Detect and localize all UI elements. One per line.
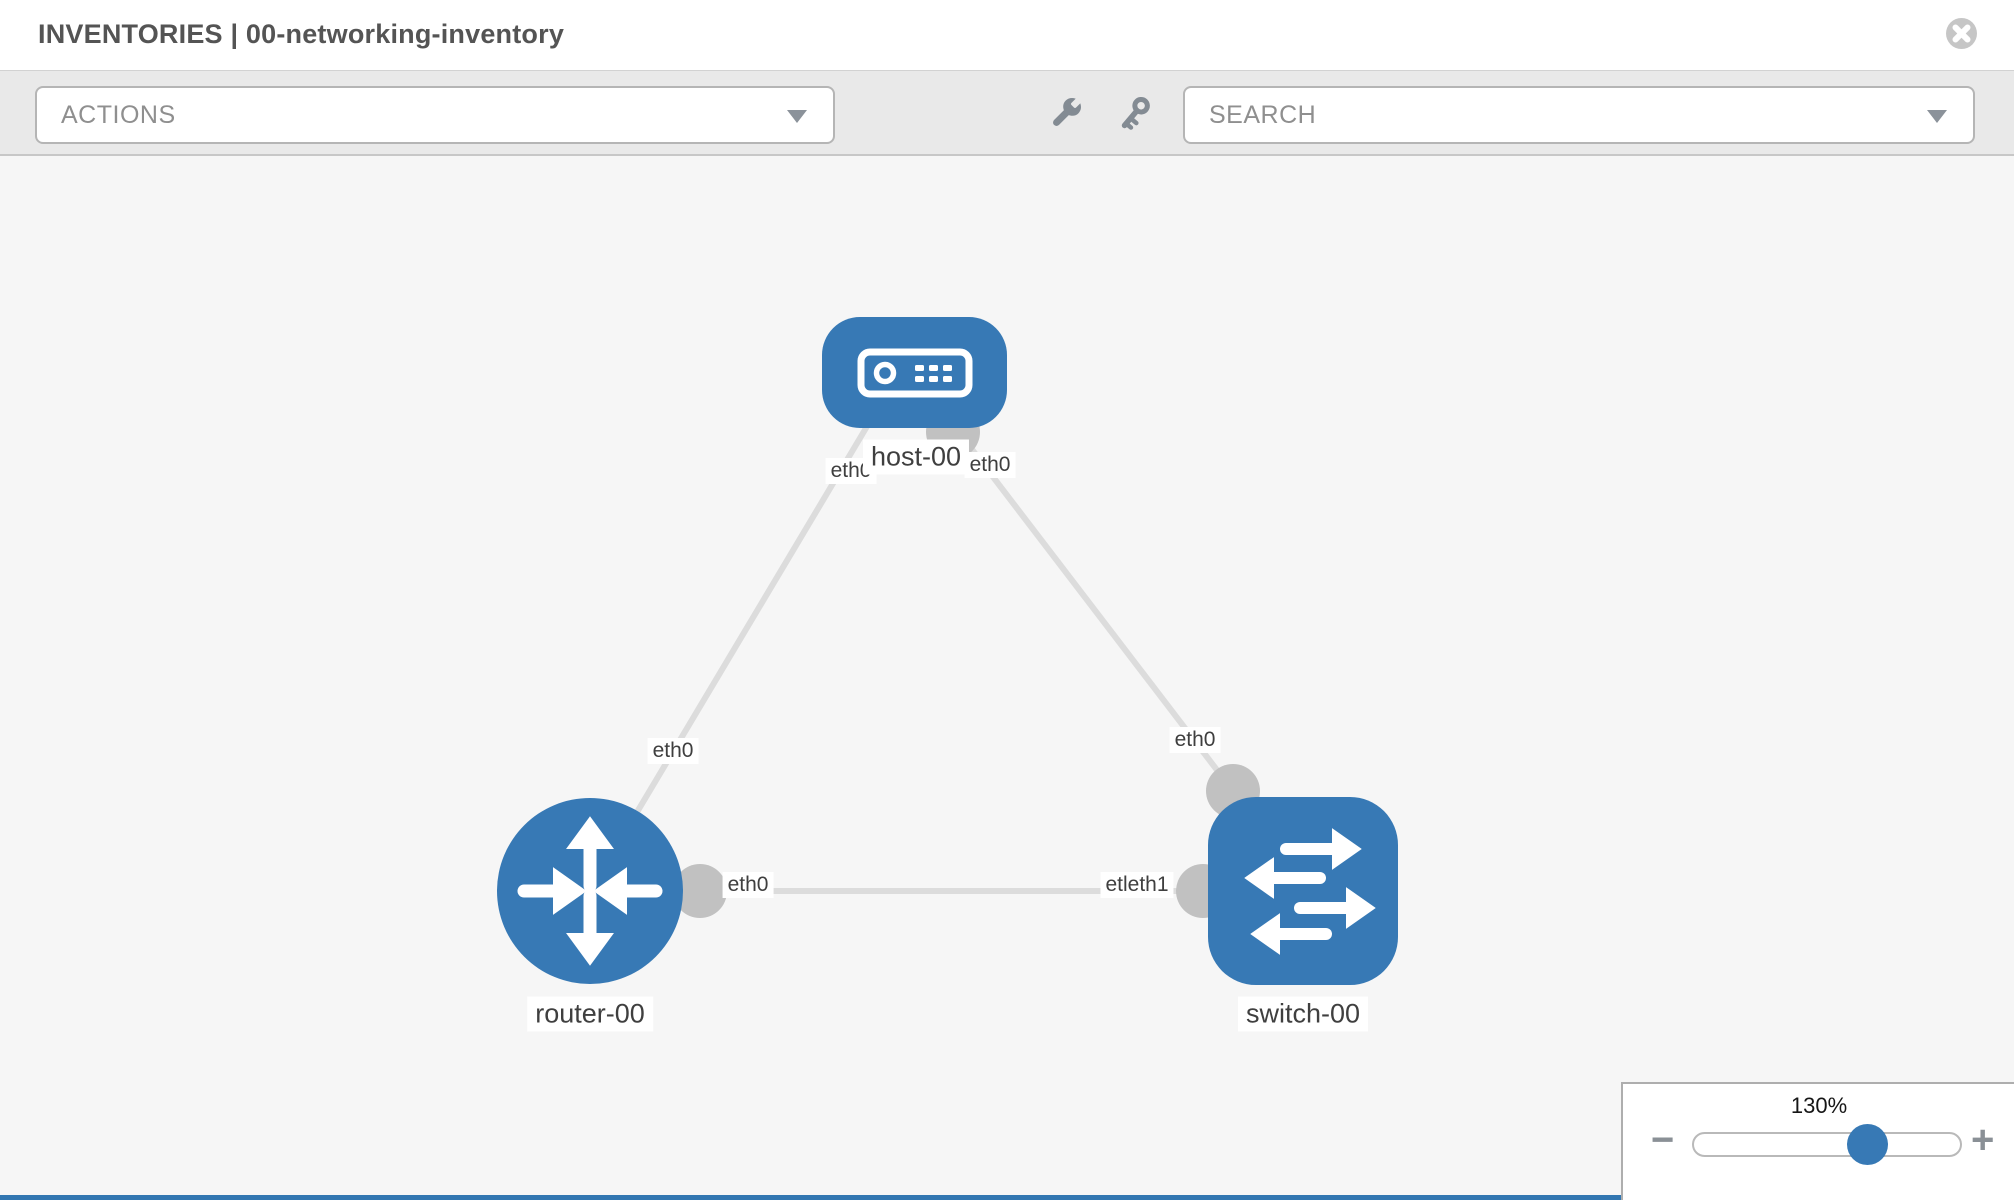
zoom-slider-handle[interactable] — [1847, 1124, 1888, 1165]
close-button[interactable] — [1945, 17, 1978, 50]
footer-accent-bar — [0, 1195, 1660, 1200]
host-icon — [857, 348, 972, 397]
zoom-slider[interactable] — [1692, 1124, 1962, 1165]
search-placeholder: SEARCH — [1209, 100, 1317, 129]
page-title: INVENTORIES | 00-networking-inventory — [38, 19, 565, 49]
zoom-in-button[interactable]: + — [1971, 1118, 1995, 1162]
key-icon — [1121, 96, 1150, 130]
tools-button[interactable] — [1046, 93, 1086, 133]
port-router-eth0[interactable] — [673, 864, 727, 918]
zoom-control-panel: 130% − + — [1621, 1082, 2014, 1200]
if-label-router-host: eth0 — [647, 738, 699, 764]
wrench-icon — [1053, 97, 1082, 126]
node-switch-00[interactable] — [1208, 797, 1398, 985]
node-host-00[interactable] — [822, 317, 1007, 428]
switch-icon — [1244, 828, 1376, 955]
if-label-switch-router: etleth1 — [1100, 872, 1174, 898]
toolbar: ACTIONS SEARC — [0, 70, 2014, 156]
topology-links — [587, 405, 1303, 918]
credentials-button[interactable] — [1115, 93, 1155, 133]
if-label-host-right: eth0 — [964, 452, 1016, 478]
actions-dropdown-label: ACTIONS — [61, 100, 176, 129]
zoom-level-value: 130% — [1790, 1093, 1848, 1118]
router-icon — [517, 816, 663, 966]
search-dropdown[interactable]: SEARCH — [1183, 86, 1975, 144]
node-label-switch-00: switch-00 — [1237, 996, 1369, 1032]
topology-canvas[interactable]: eth0 eth0 host-00 eth0 eth0 eth0 etleth1… — [0, 156, 2014, 1200]
page-header: INVENTORIES | 00-networking-inventory — [0, 0, 2014, 70]
chevron-down-icon — [787, 110, 807, 123]
node-label-router-00: router-00 — [527, 996, 653, 1032]
node-router-00[interactable] — [497, 798, 683, 984]
chevron-down-icon — [1927, 110, 1947, 123]
if-label-switch-host: eth0 — [1169, 727, 1221, 753]
if-label-router-switch: eth0 — [722, 872, 774, 898]
close-icon — [1946, 18, 1977, 49]
node-label-host-00: host-00 — [862, 439, 970, 475]
actions-dropdown[interactable]: ACTIONS — [35, 86, 835, 144]
zoom-out-button[interactable]: − — [1651, 1118, 1675, 1162]
